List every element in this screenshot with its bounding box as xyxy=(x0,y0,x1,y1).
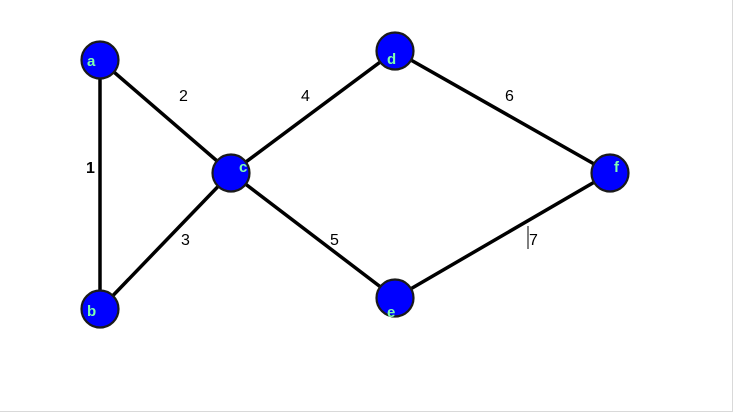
edge-e-f xyxy=(393,171,612,300)
nodes-layer: a b c d e f xyxy=(80,31,630,329)
node-d-label: d xyxy=(387,51,396,68)
node-a-circle xyxy=(80,40,120,80)
node-b[interactable]: b xyxy=(80,289,120,329)
node-e[interactable]: e xyxy=(375,278,415,322)
edge-weight-c-e: 5 xyxy=(330,232,339,249)
edge-weight-d-f: 6 xyxy=(505,88,514,105)
node-c-label: c xyxy=(239,159,247,176)
node-e-label: e xyxy=(387,304,395,321)
edge-labels-layer: 1 2 3 4 5 6 7 xyxy=(86,88,538,249)
node-b-label: b xyxy=(87,303,96,320)
edge-c-e xyxy=(229,171,397,300)
node-b-circle xyxy=(80,289,120,329)
node-a-label: a xyxy=(87,53,96,70)
node-c[interactable]: c xyxy=(211,153,251,193)
edge-d-f xyxy=(393,49,612,175)
node-a[interactable]: a xyxy=(80,40,120,80)
node-d-circle xyxy=(375,31,415,71)
edge-c-d xyxy=(229,49,397,175)
edge-weight-b-c: 3 xyxy=(181,232,190,249)
node-f[interactable]: f xyxy=(590,153,630,193)
edge-weight-a-b: 1 xyxy=(86,160,95,177)
edge-a-c xyxy=(98,58,233,175)
node-f-circle xyxy=(590,153,630,193)
node-d[interactable]: d xyxy=(375,31,415,71)
edge-b-c xyxy=(98,171,233,311)
edge-weight-a-c: 2 xyxy=(179,88,188,105)
node-f-label: f xyxy=(614,159,620,176)
edges-layer xyxy=(98,49,612,311)
edge-weight-c-d: 4 xyxy=(301,88,310,105)
edge-weight-e-f: 7 xyxy=(529,232,538,249)
node-c-circle xyxy=(211,153,251,193)
node-e-circle xyxy=(375,278,415,318)
